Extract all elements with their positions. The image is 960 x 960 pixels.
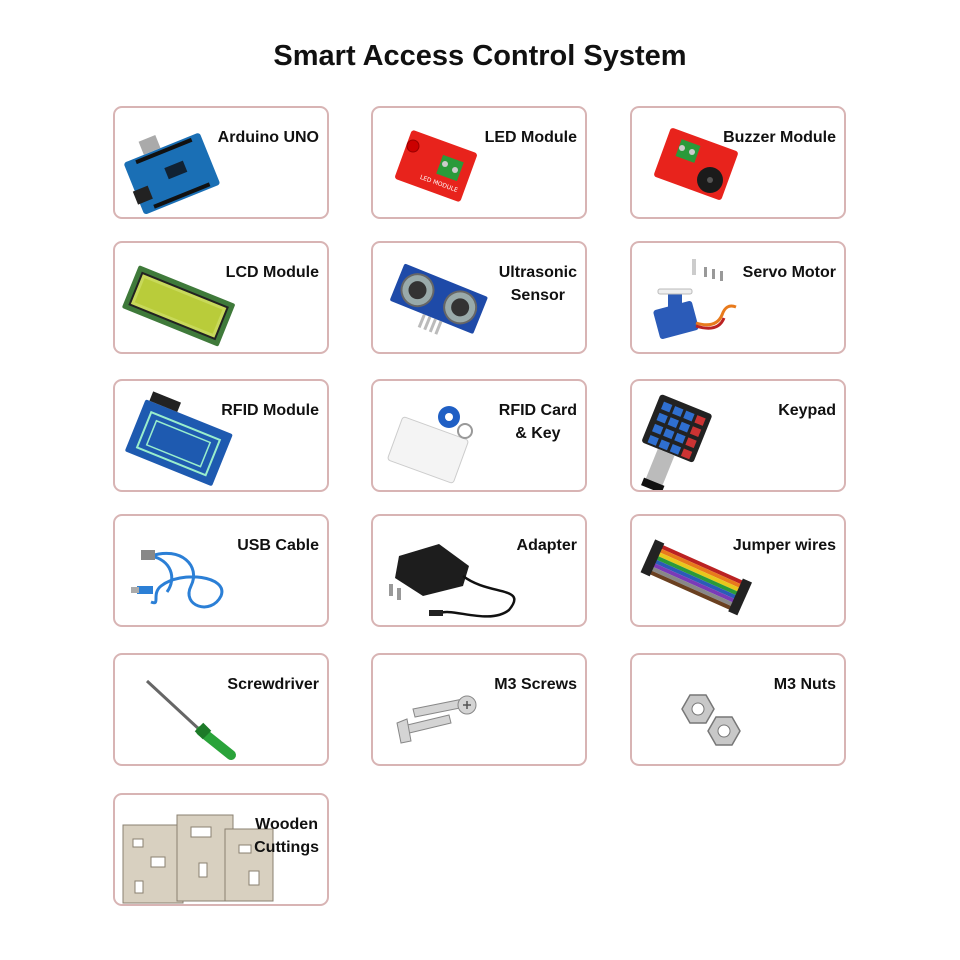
card-rfid-module: RFID Module xyxy=(113,379,329,492)
item-label: LED Module xyxy=(484,129,577,146)
item-label: Screwdriver xyxy=(227,676,319,693)
card-servo-motor: Servo Motor xyxy=(630,241,846,354)
nuts-icon xyxy=(681,694,741,746)
rfid-module-icon xyxy=(125,391,233,486)
item-label: Buzzer Module xyxy=(723,129,836,146)
card-m3-nuts: M3 Nuts xyxy=(630,653,846,766)
card-arduino-uno: Arduino UNO xyxy=(113,106,329,219)
item-label: RFID Module xyxy=(221,402,319,419)
item-label: LCD Module xyxy=(225,264,319,281)
item-label: USB Cable xyxy=(237,537,319,554)
item-label: Ultrasonic Sensor xyxy=(498,264,577,304)
card-adapter: Adapter xyxy=(371,514,587,627)
power-adapter-icon xyxy=(389,544,516,618)
item-label: M3 Screws xyxy=(494,676,577,693)
led-module-icon: LED MODULE xyxy=(395,130,477,202)
card-buzzer-module: Buzzer Module xyxy=(630,106,846,219)
item-label: Adapter xyxy=(516,537,577,554)
item-label: Servo Motor xyxy=(742,264,836,281)
card-wooden-cuttings: Wooden Cuttings xyxy=(113,793,329,906)
card-led-module: LED MODULE LED Module xyxy=(371,106,587,219)
card-usb-cable: USB Cable xyxy=(113,514,329,627)
jumper-wires-icon xyxy=(640,539,753,616)
item-label: Wooden Cuttings xyxy=(254,816,319,856)
buzzer-module-icon xyxy=(654,128,738,200)
item-label: Jumper wires xyxy=(732,537,836,554)
item-label: M3 Nuts xyxy=(773,676,836,693)
lcd-module-icon xyxy=(122,265,235,347)
screwdriver-icon xyxy=(145,679,236,760)
ultrasonic-sensor-icon xyxy=(390,263,488,335)
rfid-card-key-icon xyxy=(387,406,473,484)
card-jumper-wires: Jumper wires xyxy=(630,514,846,627)
arduino-board-icon xyxy=(124,133,220,215)
servo-motor-icon xyxy=(653,259,737,339)
keypad-icon xyxy=(641,394,712,490)
item-label: Keypad xyxy=(778,402,836,419)
item-label: RFID Card & Key xyxy=(498,402,577,442)
card-screwdriver: Screwdriver xyxy=(113,653,329,766)
card-rfid-card-key: RFID Card & Key xyxy=(371,379,587,492)
page-title: Smart Access Control System xyxy=(273,40,687,72)
wooden-cuttings-icon xyxy=(122,814,274,904)
card-ultrasonic-sensor: Ultrasonic Sensor xyxy=(371,241,587,354)
card-m3-screws: M3 Screws xyxy=(371,653,587,766)
card-keypad: Keypad xyxy=(630,379,846,492)
item-label: Arduino UNO xyxy=(217,129,319,146)
card-lcd-module: LCD Module xyxy=(113,241,329,354)
usb-cable-icon xyxy=(131,550,224,609)
screws-icon xyxy=(396,695,477,744)
